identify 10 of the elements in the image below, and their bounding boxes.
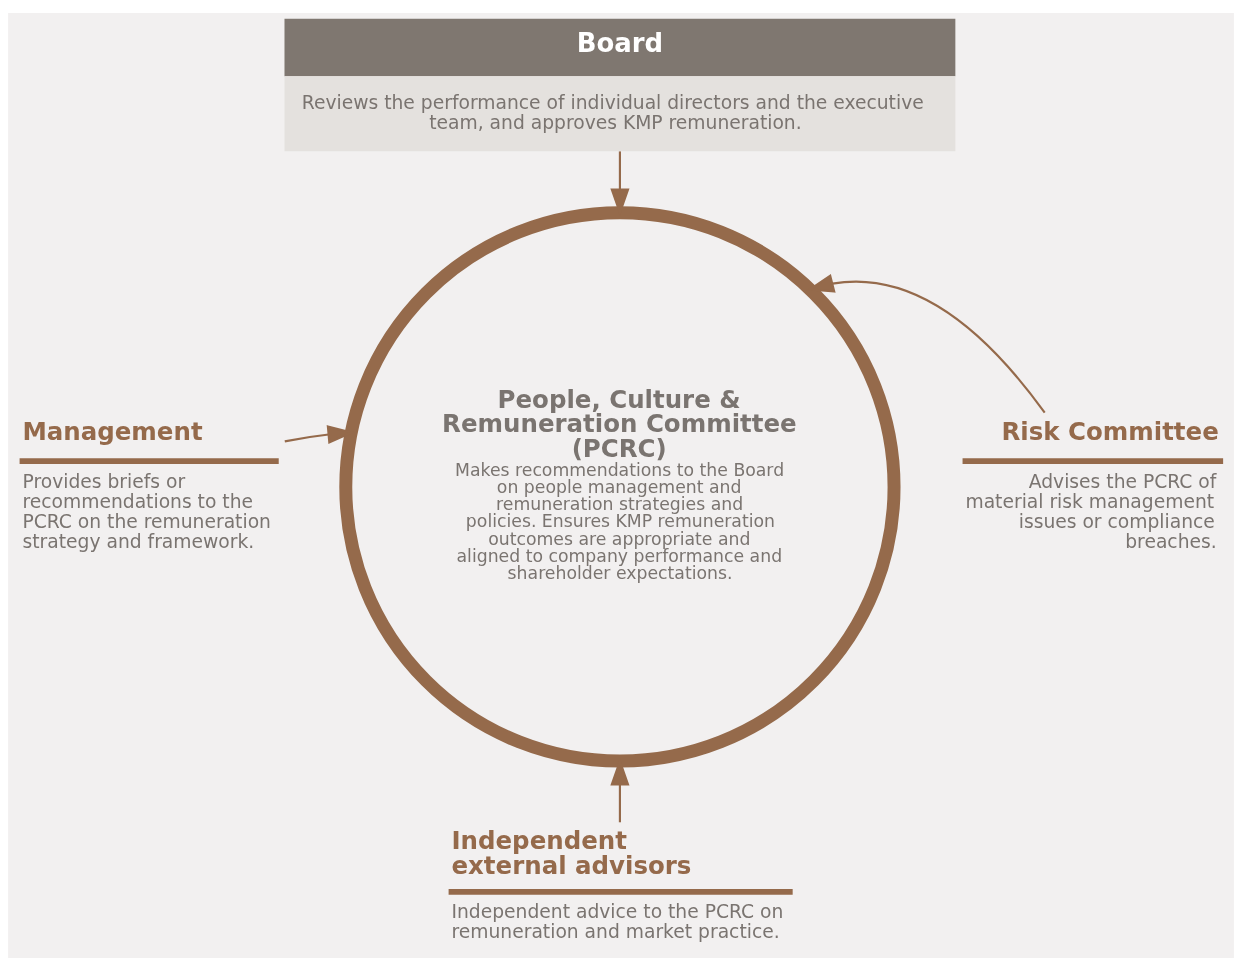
node-label: Provides briefs or recommendations to the PCRC on the remuneration strategy and framework. xyxy=(22,470,271,552)
node-label: Management xyxy=(22,416,203,446)
node-box xyxy=(448,888,793,895)
node-box xyxy=(19,457,279,464)
node-box xyxy=(962,457,1224,464)
node-label: Risk Committee xyxy=(1001,416,1219,446)
node-circle: People, Culture & Remuneration Committee (PCRC) Makes recommendations to the Board on people management and remuneration strategies and policies. Ensures KMP remuneration outcomes are appropriate and aligned to company performance and shareholder expectations. xyxy=(339,205,901,768)
node-label: Advises the PCRC of material risk management issues or compliance breaches. xyxy=(965,470,1217,552)
node-label: Independent advice to the PCRC on remuneration and market practice. xyxy=(451,900,784,942)
node-label: Independent external advisors xyxy=(451,825,692,880)
